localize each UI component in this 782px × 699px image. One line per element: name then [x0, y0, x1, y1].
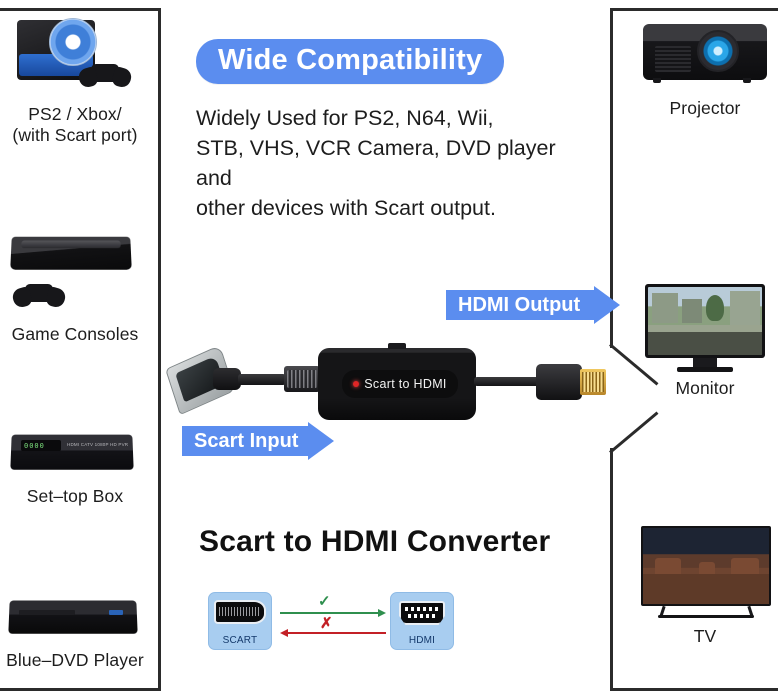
right-bracket-top-arm — [610, 8, 778, 11]
hdmi-cable — [474, 377, 540, 386]
arrow-head-icon — [594, 286, 620, 324]
gamepad-icon — [10, 282, 68, 310]
hdmi-port-label: HDMI — [408, 635, 436, 646]
output-device-label: Projector — [669, 98, 741, 118]
arrow-body — [182, 426, 308, 456]
source-device-ps2: PS2 / Xbox/ (with Scart port) — [0, 14, 150, 146]
scart-port-tile: SCART — [208, 592, 272, 650]
hdmi-port-tile: HDMI — [390, 592, 454, 650]
output-device-projector: Projector — [630, 12, 780, 119]
source-device-label: Blue–DVD Player — [6, 650, 144, 670]
arrow-head-icon — [378, 609, 386, 617]
source-device-label: Game Consoles — [11, 324, 139, 344]
page-title: Wide Compatibility — [196, 39, 505, 84]
source-device-consoles: Game Consoles — [0, 228, 150, 345]
hdmi-connector-icon — [399, 601, 445, 625]
unsupported-direction-cross: ✗ — [320, 615, 333, 632]
ps2-console-icon — [5, 14, 145, 104]
source-device-label: Set–top Box — [26, 486, 124, 506]
converter-device: Scart to HDMI — [318, 343, 476, 420]
page-description: Widely Used for PS2, N64, Wii, STB, VHS,… — [196, 106, 556, 220]
hdmi-pins-bottom — [408, 614, 436, 618]
arrow-head-icon — [308, 422, 334, 460]
right-bracket-vertex-lower — [609, 411, 659, 454]
device-label-plate: Scart to HDMI — [342, 370, 458, 398]
source-device-stb: 0000 HDMI CATV 1080P HD PVR Set–top Box — [0, 424, 150, 507]
projector-icon — [635, 12, 775, 98]
source-device-label: PS2 / Xbox/ (with Scart port) — [12, 104, 138, 145]
ferrite-core — [284, 366, 320, 392]
scart-input-callout: Scart Input — [182, 422, 334, 460]
tv-icon — [635, 522, 775, 626]
ps3-console-icon — [5, 228, 145, 324]
output-device-label: TV — [693, 626, 717, 646]
scart-cable — [238, 374, 286, 385]
left-bracket — [0, 8, 188, 691]
product-title: Scart to HDMI Converter — [199, 525, 551, 558]
right-bracket-bottom-arm — [610, 688, 778, 691]
device-label-text: Scart to HDMI — [364, 377, 447, 391]
left-bracket-spine — [158, 8, 161, 691]
left-bracket-top-arm — [0, 8, 161, 11]
blu-ray-player-icon — [5, 590, 145, 650]
scart-pins — [219, 607, 261, 616]
output-device-monitor: Monitor — [630, 278, 780, 399]
scart-input-label: Scart Input — [194, 429, 299, 452]
hdmi-pins-top — [405, 607, 439, 611]
arrow-head-icon — [280, 629, 288, 637]
right-bracket — [596, 8, 778, 691]
hdmi-output-label: HDMI Output — [458, 293, 581, 316]
power-led-icon — [353, 381, 360, 387]
source-device-bluray: Blue–DVD Player — [0, 590, 150, 671]
hdmi-output-callout: HDMI Output — [446, 286, 620, 324]
right-bracket-spine-upper — [610, 8, 613, 348]
arrow-body — [280, 612, 378, 614]
output-device-tv: TV — [630, 522, 780, 647]
scart-cable-boot — [213, 368, 241, 390]
scart-port-label: SCART — [222, 635, 258, 646]
left-bracket-bottom-arm — [0, 688, 161, 691]
monitor-icon — [635, 278, 775, 378]
converter-top-nub — [388, 343, 406, 349]
output-device-label: Monitor — [675, 378, 735, 398]
gamepad-icon — [76, 62, 134, 90]
set-top-box-icon: 0000 HDMI CATV 1080P HD PVR — [5, 424, 145, 486]
right-bracket-spine-lower — [610, 448, 613, 691]
signal-direction-diagram: SCART ✓ ✗ HDMI — [208, 592, 454, 652]
arrow-body — [446, 290, 594, 320]
arrow-body — [288, 632, 386, 634]
supported-direction-check: ✓ — [318, 593, 331, 610]
hdmi-plug — [536, 360, 608, 404]
